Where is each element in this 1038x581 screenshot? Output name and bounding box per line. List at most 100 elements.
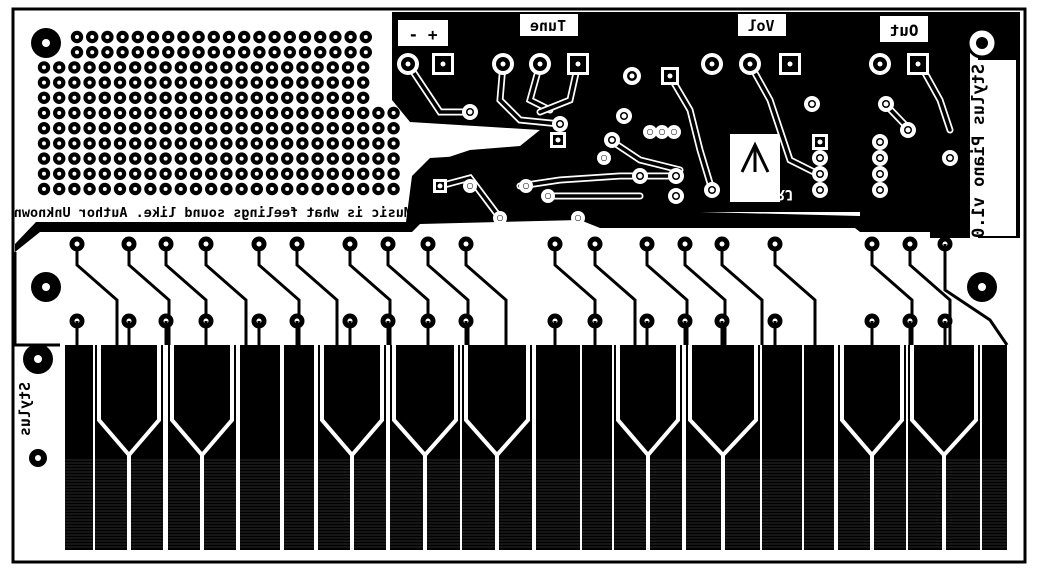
proto-pad <box>129 61 142 74</box>
proto-pad <box>341 137 355 150</box>
proto-pad <box>86 46 99 59</box>
proto-pad <box>174 182 187 196</box>
proto-pad <box>265 137 279 150</box>
proto-pad <box>205 61 218 74</box>
proto-pad <box>113 152 127 165</box>
key-pad <box>908 345 980 550</box>
ic-chip-pad <box>872 166 888 182</box>
proto-pad <box>253 30 266 44</box>
proto-pad <box>68 61 81 74</box>
connector-pad <box>704 182 720 198</box>
proto-pad <box>235 137 248 150</box>
key-trace <box>773 244 817 345</box>
proto-pad <box>359 30 372 44</box>
proto-pad <box>281 61 294 74</box>
proto-pad <box>144 122 157 135</box>
proto-pad <box>68 91 81 105</box>
proto-pad <box>189 91 203 105</box>
proto-pad <box>68 122 81 135</box>
proto-pad <box>296 152 309 165</box>
dc-jack-negative-pad <box>397 53 419 75</box>
key-top-pad <box>121 236 137 252</box>
proto-pad <box>235 122 248 135</box>
proto-pad <box>159 91 172 105</box>
proto-pad <box>53 106 66 120</box>
key-top-pad <box>69 236 85 252</box>
proto-pad <box>387 106 400 120</box>
proto-pad <box>205 76 218 89</box>
proto-pad <box>314 46 327 59</box>
resistor-pad <box>804 96 820 112</box>
proto-pad <box>387 122 400 135</box>
key-trace <box>593 244 637 345</box>
proto-pad <box>53 167 66 180</box>
designer-logo-icon <box>740 141 770 173</box>
proto-pad <box>83 137 96 150</box>
proto-pad <box>311 106 324 120</box>
proto-pad <box>189 182 203 196</box>
proto-pad <box>207 46 220 59</box>
proto-pad <box>250 137 263 150</box>
proto-pad <box>159 167 172 180</box>
proto-pad <box>192 46 205 59</box>
proto-pad <box>189 122 203 135</box>
proto-pad <box>177 30 190 44</box>
connector-pad <box>541 189 555 203</box>
out-cutout <box>880 16 928 42</box>
key-top-pad <box>677 236 693 252</box>
proto-pad <box>341 76 355 89</box>
ic-chip-pad <box>812 182 828 198</box>
proto-pad <box>265 182 279 196</box>
proto-pad <box>326 76 339 89</box>
proto-pad <box>296 76 309 89</box>
proto-pad <box>37 182 51 196</box>
proto-pad <box>189 167 203 180</box>
proto-pad <box>329 30 342 44</box>
proto-pad <box>281 137 294 150</box>
proto-pad <box>174 76 187 89</box>
proto-pad <box>37 91 51 105</box>
proto-pad <box>250 76 263 89</box>
proto-pad <box>98 76 112 89</box>
quote-text: Music is what feelings sound like. Autho… <box>14 205 412 221</box>
proto-pad <box>98 91 112 105</box>
proto-pad <box>314 30 327 44</box>
keyboard-pads <box>13 236 1009 550</box>
proto-pad <box>265 91 279 105</box>
proto-pad <box>298 46 312 59</box>
key-pad <box>614 345 682 550</box>
tune-pot-pad <box>567 53 589 75</box>
proto-pad <box>159 152 172 165</box>
proto-pad <box>268 46 281 59</box>
connector-pad <box>668 188 684 204</box>
proto-pad <box>311 137 324 150</box>
power-trace <box>406 62 472 114</box>
ic-pad <box>550 132 566 148</box>
proto-pad <box>98 106 112 120</box>
tune-label: Tune <box>530 17 566 35</box>
proto-pad <box>372 182 385 196</box>
proto-pad <box>265 122 279 135</box>
proto-pad <box>144 182 157 196</box>
proto-pad <box>326 106 339 120</box>
proto-pad <box>253 46 266 59</box>
proto-pad <box>296 61 309 74</box>
designer-mark: DRJ <box>768 186 793 202</box>
key-pad <box>168 345 236 550</box>
proto-pad <box>174 106 187 120</box>
polarity-label: - + <box>409 25 438 44</box>
proto-pad <box>83 106 96 120</box>
proto-pad <box>296 182 309 196</box>
proto-pad <box>250 61 263 74</box>
key-pad <box>390 345 460 550</box>
proto-pad <box>372 167 385 180</box>
proto-pad <box>265 167 279 180</box>
proto-pad <box>326 122 339 135</box>
proto-pad <box>311 61 324 74</box>
proto-pad <box>359 46 372 59</box>
connector-pad <box>463 179 477 193</box>
proto-pad <box>326 137 339 150</box>
key-top-pad <box>587 236 603 252</box>
proto-pad <box>235 182 248 196</box>
proto-pad <box>192 30 205 44</box>
